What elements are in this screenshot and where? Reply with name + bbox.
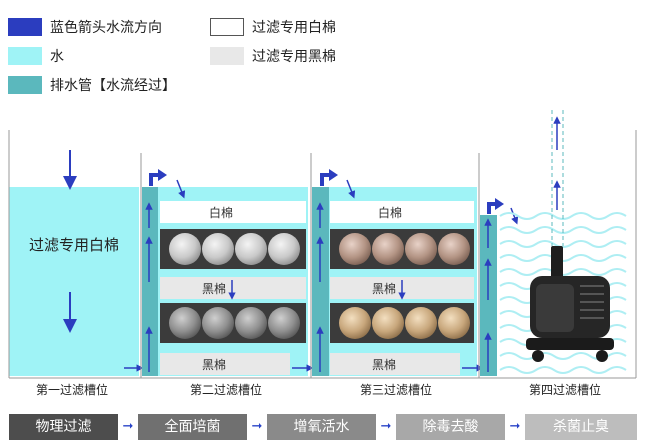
slot-2-black-cotton (160, 277, 306, 299)
media-ball (268, 307, 300, 339)
slot-1-water (9, 187, 139, 376)
media-ball (235, 233, 267, 265)
slot-3-black-cotton-label: 黑棉 (372, 282, 396, 296)
media-ball (339, 233, 371, 265)
filter-tank-diagram: 过滤专用白棉 白棉 黑棉 黑棉 (8, 110, 637, 397)
stage-sterilize-deodorize: 杀菌止臭 (525, 414, 637, 440)
slot-2-label: 第二过滤槽位 (190, 382, 262, 397)
legend-label-black-cotton: 过滤专用黑棉 (252, 49, 336, 65)
stage-detox: 除毒去酸 (396, 414, 505, 440)
slot-4 (480, 110, 627, 376)
media-ball (438, 233, 470, 265)
media-ball (202, 307, 234, 339)
legend-swatch-water (8, 47, 42, 65)
media-ball (405, 307, 437, 339)
slot-2-black-cotton-bottom-label: 黑棉 (202, 358, 226, 372)
slot-3: 白棉 黑棉 黑棉 (312, 169, 484, 376)
legend-item-water: 水 (8, 45, 64, 67)
slot-4-label: 第四过滤槽位 (529, 382, 601, 397)
stage-arrow-icon: ➞ (380, 419, 392, 434)
stage-arrow-icon: ➞ (251, 419, 263, 434)
outflow-arrow-icon (149, 173, 160, 186)
stage-bacteria-culture: 全面培菌 (138, 414, 247, 440)
stage-flow: 物理过滤 ➞ 全面培菌 ➞ 增氧活水 ➞ 除毒去酸 ➞ 杀菌止臭 (0, 414, 651, 440)
media-ball (372, 307, 404, 339)
slot-2-white-cotton (160, 201, 306, 223)
media-ball (169, 233, 201, 265)
legend-item-black-cotton: 过滤专用黑棉 (210, 45, 336, 67)
stage-physical-filtration: 物理过滤 (9, 414, 118, 440)
legend-label-arrow: 蓝色箭头水流方向 (50, 20, 162, 36)
slot-2: 白棉 黑棉 黑棉 (142, 169, 314, 376)
slot-2-white-cotton-label: 白棉 (209, 205, 233, 220)
slot-3-label: 第三过滤槽位 (360, 382, 432, 397)
media-ball (169, 307, 201, 339)
legend-swatch-arrow (8, 18, 42, 36)
slot-3-white-cotton (330, 201, 474, 223)
media-ball (372, 233, 404, 265)
water-pump-icon (526, 246, 614, 362)
slot-1: 过滤专用白棉 (9, 150, 144, 376)
slot-2-black-cotton-label: 黑棉 (202, 282, 226, 296)
legend-swatch-pipe (8, 76, 42, 94)
media-ball (235, 307, 267, 339)
tank-walls (8, 130, 637, 379)
slot-1-cotton-label: 过滤专用白棉 (29, 236, 119, 254)
slot-2-black-cotton-bottom (160, 353, 290, 375)
media-ball (268, 233, 300, 265)
flow-arrow-icon (346, 179, 356, 199)
stage-arrow-icon: ➞ (122, 419, 134, 434)
legend-item-pipe: 排水管【水流经过】 (8, 74, 176, 96)
media-ball (405, 233, 437, 265)
slot-2-pipe (142, 187, 158, 376)
legend-item-arrow: 蓝色箭头水流方向 (8, 16, 162, 38)
legend-swatch-black-cotton (210, 47, 244, 65)
outflow-arrow-icon (320, 173, 331, 186)
legend-swatch-white-cotton (210, 18, 244, 36)
flow-arrow-icon (176, 179, 186, 199)
media-ball (202, 233, 234, 265)
slot-3-black-cotton-bottom (330, 353, 460, 375)
slot-3-white-cotton-label: 白棉 (378, 205, 402, 220)
legend-label-water: 水 (50, 49, 64, 65)
legend-label-pipe: 排水管【水流经过】 (50, 78, 176, 94)
stage-arrow-icon: ➞ (509, 419, 521, 434)
outflow-arrow-icon (487, 202, 497, 214)
slot-3-black-cotton-bottom-label: 黑棉 (372, 358, 396, 372)
media-ball (339, 307, 371, 339)
slot-1-label: 第一过滤槽位 (36, 382, 108, 397)
media-ball (438, 307, 470, 339)
legend-label-white-cotton: 过滤专用白棉 (252, 20, 336, 36)
legend-item-white-cotton: 过滤专用白棉 (210, 16, 336, 38)
stage-oxygenation: 增氧活水 (267, 414, 376, 440)
